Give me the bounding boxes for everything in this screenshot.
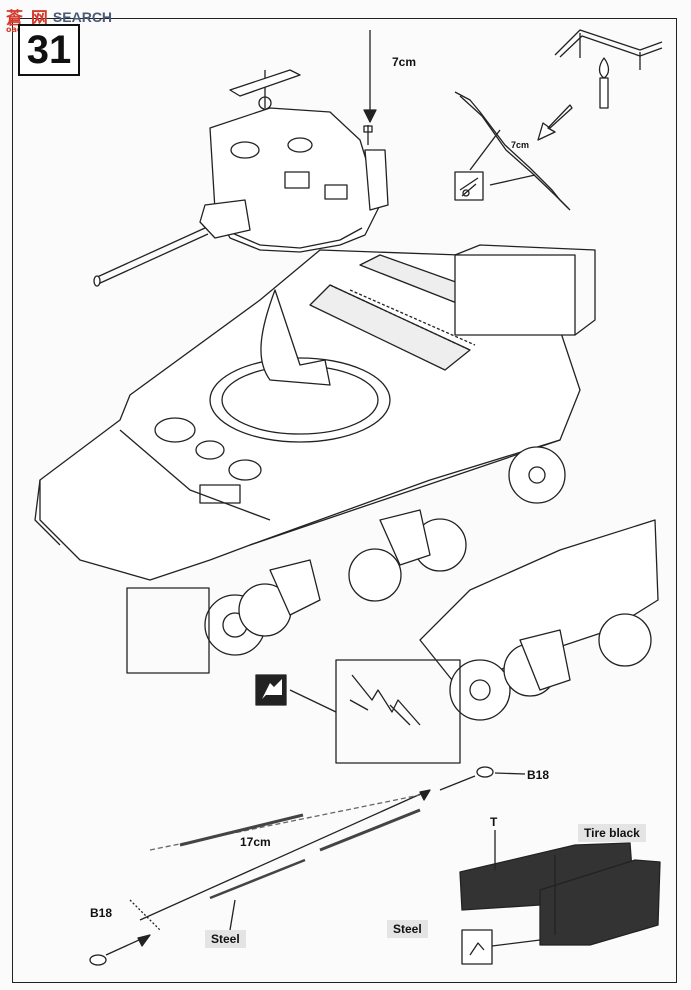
antenna-arrow — [363, 30, 377, 145]
watermark: 蒼 网 SEARCH — [6, 4, 113, 30]
page-frame — [12, 18, 677, 983]
swap-icon — [255, 674, 337, 713]
track-links — [459, 830, 661, 965]
side-hull-rear — [419, 519, 659, 721]
grouser-detail — [349, 674, 421, 726]
antenna-length-label: 7cm — [392, 55, 417, 69]
part-label-top: B18 — [527, 768, 550, 782]
part-label-bottom: B18 — [90, 906, 113, 920]
watermark-brand: SEARCH — [52, 8, 113, 25]
front-running-gear — [204, 509, 467, 656]
sprue-bending-diagram — [454, 29, 663, 211]
hull — [34, 244, 596, 581]
wire-length-label: 17cm — [240, 835, 271, 849]
paint-chip-tire-black: Tire black — [578, 824, 646, 842]
detail-box-right — [335, 659, 461, 764]
paint-chip-steel-wire: Steel — [205, 930, 246, 948]
antenna-wire — [89, 766, 526, 966]
step-number: 31 — [18, 24, 80, 76]
track-part-label: T — [490, 815, 498, 829]
bend-length-label: 7cm — [511, 140, 530, 150]
paint-chip-steel-track: Steel — [387, 920, 428, 938]
turret — [93, 69, 389, 287]
detail-box-left — [126, 587, 210, 674]
